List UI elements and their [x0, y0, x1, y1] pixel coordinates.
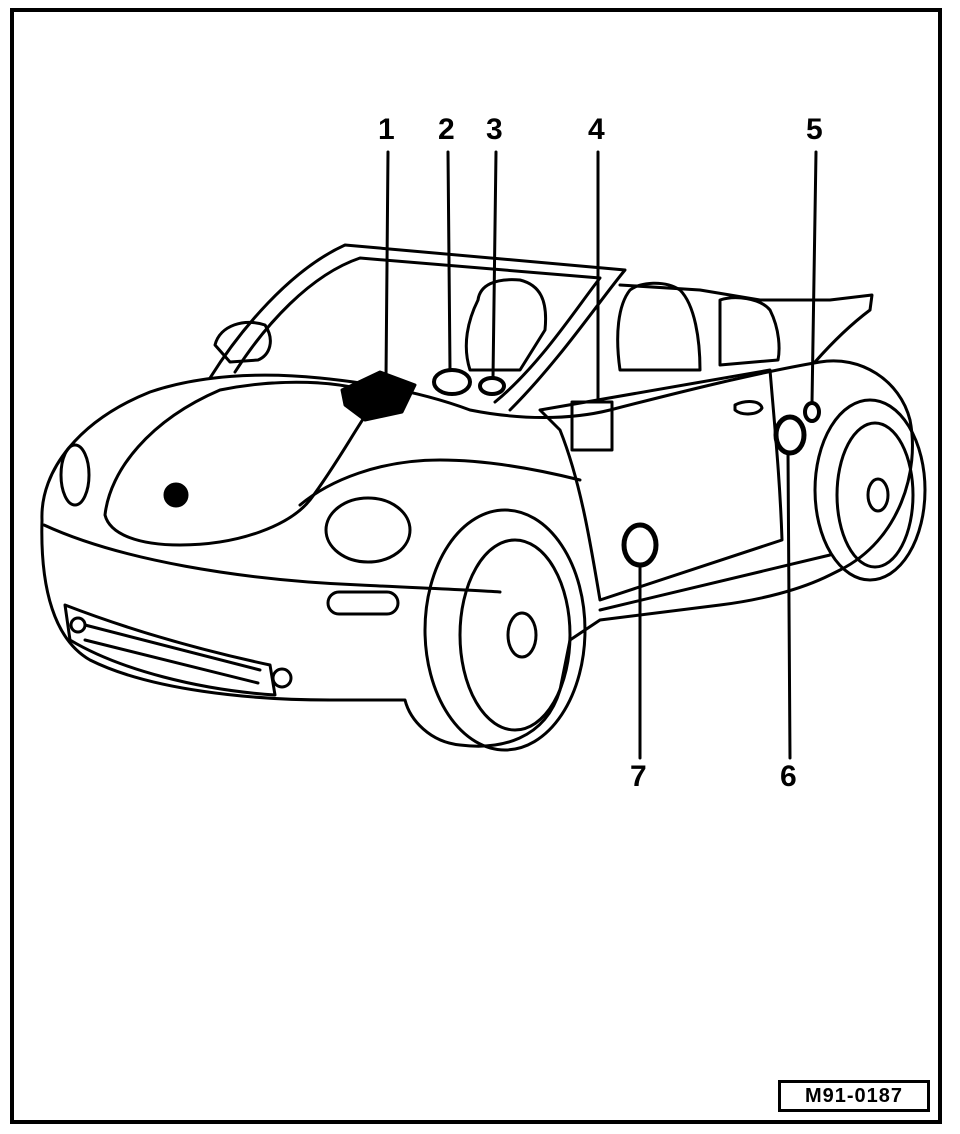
headlight [324, 496, 412, 564]
side-mirror [213, 320, 272, 364]
diagram-frame [10, 8, 942, 1124]
turn-signal [326, 590, 400, 616]
hood-outline [103, 380, 382, 547]
windshield-frame [208, 243, 627, 412]
leader-line-6 [786, 450, 792, 760]
component-7-door-speaker [621, 522, 659, 568]
callout-1: 1 [378, 113, 395, 146]
front-wheel-arch [423, 508, 587, 752]
component-2-speaker [432, 368, 472, 396]
figure-reference: M91-0187 [778, 1080, 930, 1112]
rear-wheel [835, 421, 915, 569]
rear-seat [718, 296, 781, 367]
left-headlight [59, 443, 91, 507]
callout-6: 6 [780, 760, 797, 793]
callout-3: 3 [486, 113, 503, 146]
fog-light-right [271, 667, 293, 689]
rear-wheel-arch [813, 398, 927, 582]
door-handle [733, 400, 764, 416]
grille-line [83, 623, 262, 685]
lower-grille [63, 603, 277, 697]
component-6-speaker-rear [773, 414, 807, 456]
component-3-tweeter [478, 376, 506, 396]
hood-crease [298, 458, 582, 507]
component-5-tweeter-rear [803, 401, 821, 423]
component-4-amplifier [570, 400, 614, 452]
leader-line-1 [384, 150, 390, 380]
rear-body [618, 283, 874, 364]
leader-line-2 [446, 150, 452, 372]
component-1-module [340, 370, 417, 422]
sill-line [598, 553, 832, 612]
front-seat [464, 278, 548, 372]
callout-7: 7 [630, 760, 647, 793]
emblem-icon [163, 482, 189, 508]
callout-5: 5 [806, 113, 823, 146]
car-body-outline [40, 359, 914, 748]
passenger-seat [616, 281, 702, 372]
leader-line-5 [810, 150, 818, 405]
front-door [538, 368, 784, 602]
rear-hub [866, 477, 890, 513]
callout-4: 4 [588, 113, 605, 146]
callout-2: 2 [438, 113, 455, 146]
fog-light-left [69, 616, 87, 634]
front-wheel [458, 538, 572, 732]
front-hub [506, 611, 538, 659]
leader-line-3 [491, 150, 498, 380]
front-bumper-line [42, 523, 502, 594]
